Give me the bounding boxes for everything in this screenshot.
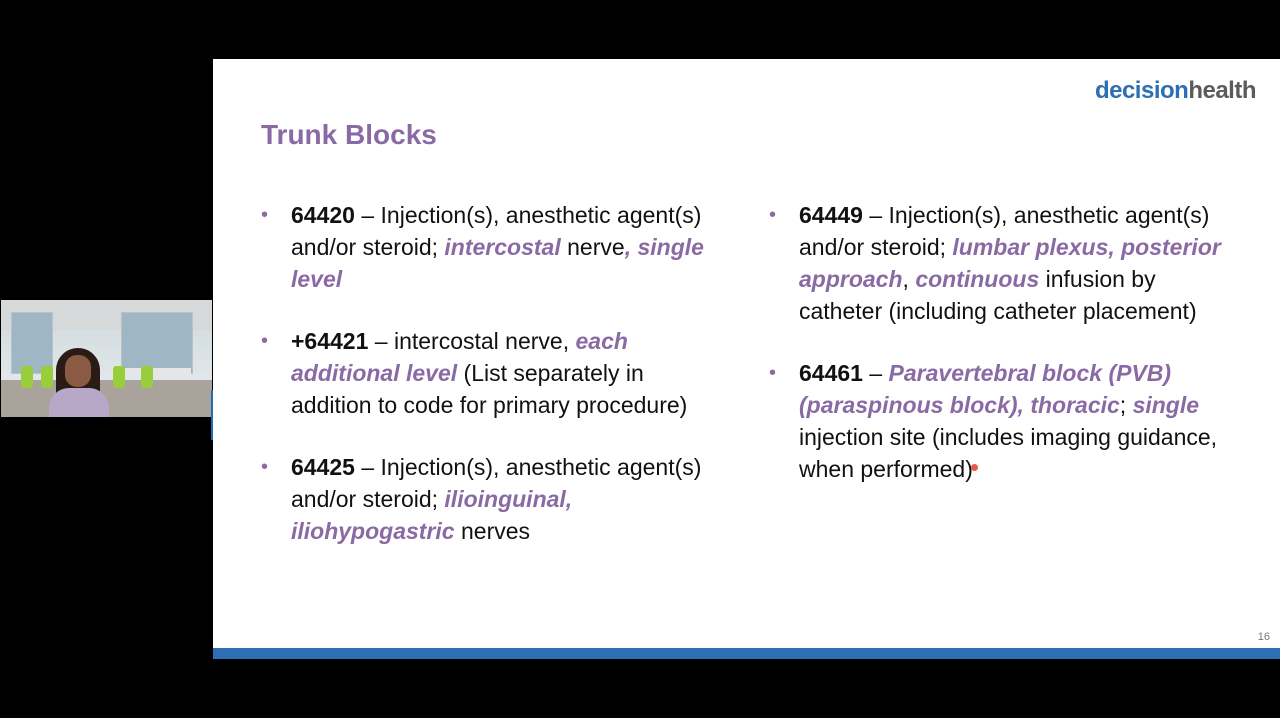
footer-bar — [213, 648, 1280, 659]
emphasis-text: , single level — [291, 234, 704, 292]
bullet-item: 64420 – Injection(s), anesthetic agent(s… — [261, 199, 706, 295]
emphasis-text: continuous — [915, 266, 1040, 292]
desc-text: – Injection(s), anesthetic agent(s) and/… — [799, 202, 1210, 260]
emphasis-text: ilioinguinal, iliohypogastric — [291, 486, 573, 544]
desc-text: ; — [1119, 392, 1133, 418]
video-background — [11, 312, 53, 374]
emphasis-text: lumbar plexus, posterior approach — [799, 234, 1221, 292]
desc-text: , — [902, 266, 916, 292]
desc-text: nerves — [454, 518, 531, 544]
emphasis-text: each additional level — [291, 328, 628, 386]
emphasis-text: single — [1132, 392, 1200, 418]
desc-text: – Injection(s), anesthetic agent(s) and/… — [291, 454, 702, 512]
presenter-avatar — [49, 388, 109, 417]
right-column: 64449 – Injection(s), anesthetic agent(s… — [769, 199, 1239, 515]
desc-text: nerve — [560, 234, 625, 260]
cpt-code: 64420 — [291, 202, 355, 228]
logo-part1: decision — [1094, 77, 1189, 104]
video-background — [41, 366, 53, 388]
brand-logo: decisionhealth — [1094, 77, 1257, 105]
emphasis-text: intercostal — [444, 234, 561, 260]
video-background — [113, 366, 125, 388]
cpt-code: 64425 — [291, 454, 355, 480]
cpt-code: 64461 — [799, 360, 863, 386]
desc-text: – intercostal nerve, — [368, 328, 576, 354]
desc-text: – Injection(s), anesthetic agent(s) and/… — [291, 202, 702, 260]
presentation-slide: decisionhealth Trunk Blocks 64420 – Inje… — [213, 59, 1280, 659]
laser-pointer — [971, 464, 978, 471]
cpt-code: 64449 — [799, 202, 863, 228]
video-background — [121, 312, 193, 374]
desc-text: – — [862, 360, 889, 386]
participant-video[interactable] — [1, 300, 212, 417]
bullet-item: +64421 – intercostal nerve, each additio… — [261, 325, 706, 421]
video-background — [141, 366, 153, 388]
page-number: 16 — [1257, 631, 1270, 643]
bullet-item: 64425 – Injection(s), anesthetic agent(s… — [261, 451, 706, 547]
presenter-avatar — [65, 355, 91, 387]
desc-text: (List separately in addition to code for… — [291, 360, 688, 418]
logo-part2: health — [1188, 77, 1256, 104]
bullet-item: 64449 – Injection(s), anesthetic agent(s… — [769, 199, 1239, 327]
emphasis-text: Paravertebral block (PVB) (paraspinous b… — [799, 360, 1172, 418]
video-background — [21, 366, 33, 388]
cpt-code: +64421 — [291, 328, 369, 354]
desc-text: injection site (includes imaging guidanc… — [799, 424, 1218, 482]
desc-text: infusion by catheter (including catheter… — [799, 266, 1197, 324]
bullet-item: 64461 – Paravertebral block (PVB) (paras… — [769, 357, 1239, 485]
left-column: 64420 – Injection(s), anesthetic agent(s… — [261, 199, 706, 577]
slide-title: Trunk Blocks — [261, 119, 437, 150]
